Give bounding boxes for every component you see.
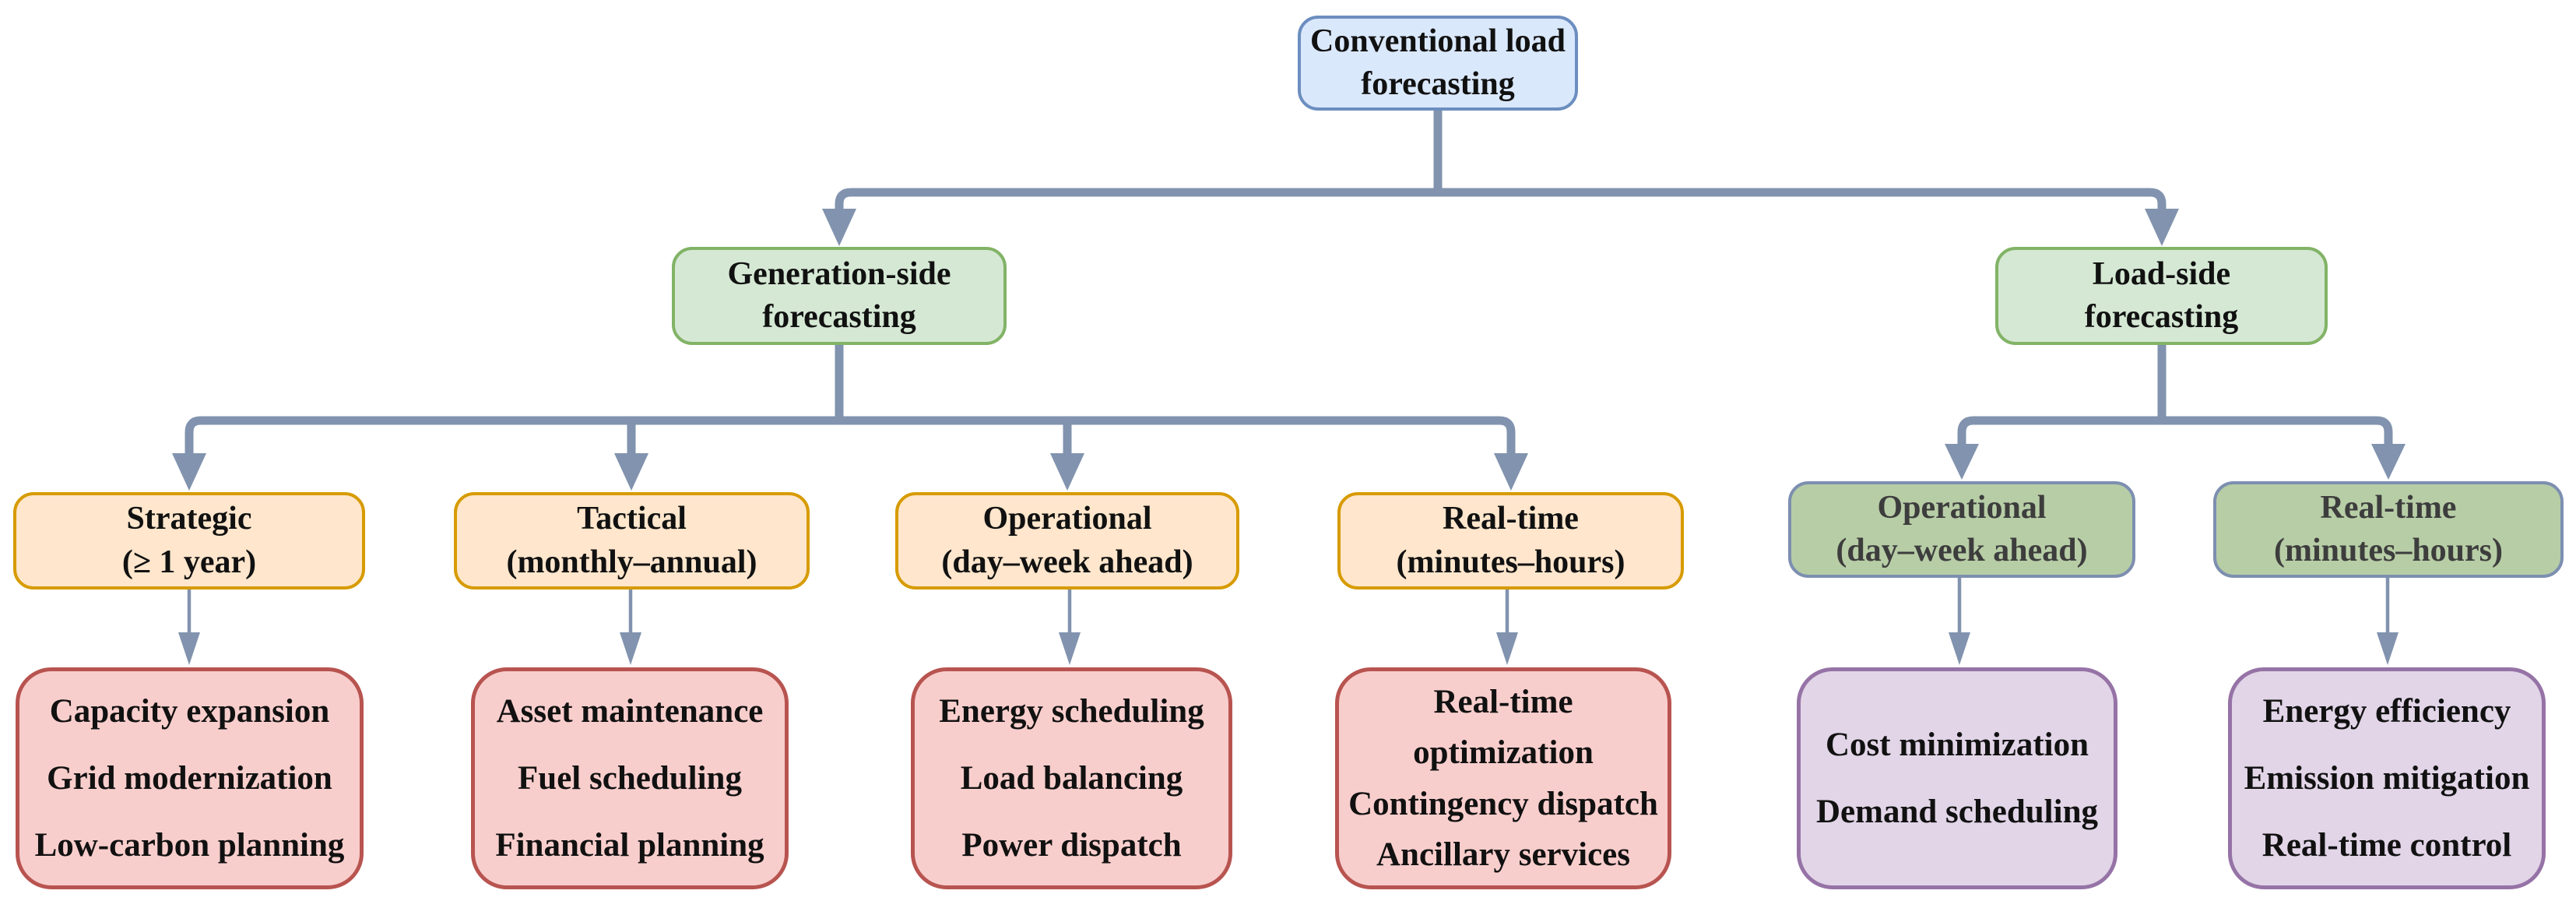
arrowhead-load-operational-apps-icon [1949, 632, 1970, 665]
node-conventional-load-forecasting: Conventional load forecasting [1298, 16, 1578, 111]
arrowhead-load-operational-icon [1945, 444, 1979, 480]
node-text-line: Real-time [1443, 501, 1579, 537]
arrowhead-operational-apps-icon [1059, 632, 1081, 665]
arrowhead-generation-icon [822, 209, 856, 246]
node-text-line: Real-time [2320, 489, 2457, 526]
connector-root-split [835, 188, 2167, 227]
node-text-line: Power dispatch [961, 826, 1182, 864]
node-operational-horizon-load: Operational (day–week ahead) [1788, 481, 2135, 578]
node-text-line: Operational [1877, 489, 2047, 526]
node-text-line: Strategic [126, 501, 252, 537]
node-text-line: Ancillary services [1376, 836, 1630, 873]
arrowhead-strategic-icon [172, 453, 206, 491]
node-text-line: Real-time control [2261, 826, 2512, 864]
node-text-line: Cost minimization [1825, 726, 2089, 763]
node-text-line: (day–week ahead) [1836, 533, 2088, 568]
node-generation-side-forecasting: Generation-side forecasting [672, 247, 1007, 345]
node-realtime-applications: Real-time optimization Contingency dispa… [1335, 667, 1671, 889]
node-text-line: Load balancing [960, 759, 1183, 797]
node-strategic-applications: Capacity expansion Grid modernization Lo… [16, 667, 364, 889]
node-realtime-horizon-load: Real-time (minutes–hours) [2213, 481, 2564, 578]
node-text-line: Tactical [577, 501, 687, 537]
node-operational-horizon-generation: Operational (day–week ahead) [895, 492, 1239, 589]
node-text-line: (day–week ahead) [941, 544, 1193, 580]
node-text-line: Fuel scheduling [518, 759, 742, 797]
node-text-line: Capacity expansion [49, 692, 330, 730]
node-strategic-horizon: Strategic (≥ 1 year) [13, 492, 365, 589]
node-text-line: optimization [1413, 734, 1594, 772]
node-text-line: Grid modernization [47, 759, 332, 797]
node-text-line: (≥ 1 year) [121, 544, 257, 580]
node-text-line: Operational [982, 501, 1152, 537]
node-text-line: Financial planning [495, 826, 764, 864]
node-text-line: Asset maintenance [496, 692, 764, 730]
node-tactical-horizon: Tactical (monthly–annual) [454, 492, 810, 589]
arrowhead-load-realtime-apps-icon [2377, 632, 2399, 665]
node-text-line: (monthly–annual) [506, 544, 757, 580]
connector-load-split [1957, 416, 2393, 445]
node-text-line: Energy scheduling [939, 692, 1204, 730]
arrowhead-tactical-apps-icon [620, 632, 641, 665]
node-operational-applications: Energy scheduling Load balancing Power d… [911, 667, 1232, 889]
arrowhead-operational-icon [1050, 453, 1084, 491]
node-text-line: Low-carbon planning [34, 826, 345, 864]
node-load-side-forecasting: Load-side forecasting [1995, 247, 2328, 345]
node-text-line: Energy efficiency [2262, 692, 2511, 730]
arrowhead-strategic-apps-icon [178, 632, 200, 665]
connector-generation-split [185, 416, 1516, 456]
arrowhead-realtime-apps-icon [1496, 632, 1518, 665]
arrowhead-realtime-icon [1494, 453, 1528, 491]
node-text-line: forecasting [1361, 66, 1515, 102]
node-text-line: Demand scheduling [1816, 793, 2098, 830]
node-text-line: Contingency dispatch [1348, 785, 1658, 822]
node-text-line: Real-time [1433, 683, 1573, 720]
node-tactical-applications: Asset maintenance Fuel scheduling Financ… [471, 667, 789, 889]
node-text-line: (minutes–hours) [1396, 544, 1625, 580]
node-load-operational-applications: Cost minimization Demand scheduling [1797, 667, 2117, 889]
node-text-line: forecasting [2084, 299, 2239, 335]
node-text-line: Emission mitigation [2244, 759, 2530, 797]
node-text-line: (minutes–hours) [2273, 533, 2504, 568]
arrowhead-load-icon [2145, 209, 2179, 246]
node-load-realtime-applications: Energy efficiency Emission mitigation Re… [2228, 667, 2546, 889]
node-realtime-horizon-generation: Real-time (minutes–hours) [1337, 492, 1684, 589]
arrowhead-tactical-icon [614, 453, 648, 491]
arrowhead-load-realtime-icon [2371, 444, 2406, 480]
node-text-line: Load-side [2092, 255, 2231, 292]
node-text-line: Conventional load [1310, 23, 1566, 59]
node-text-line: forecasting [762, 299, 916, 335]
node-text-line: Generation-side [727, 255, 951, 292]
